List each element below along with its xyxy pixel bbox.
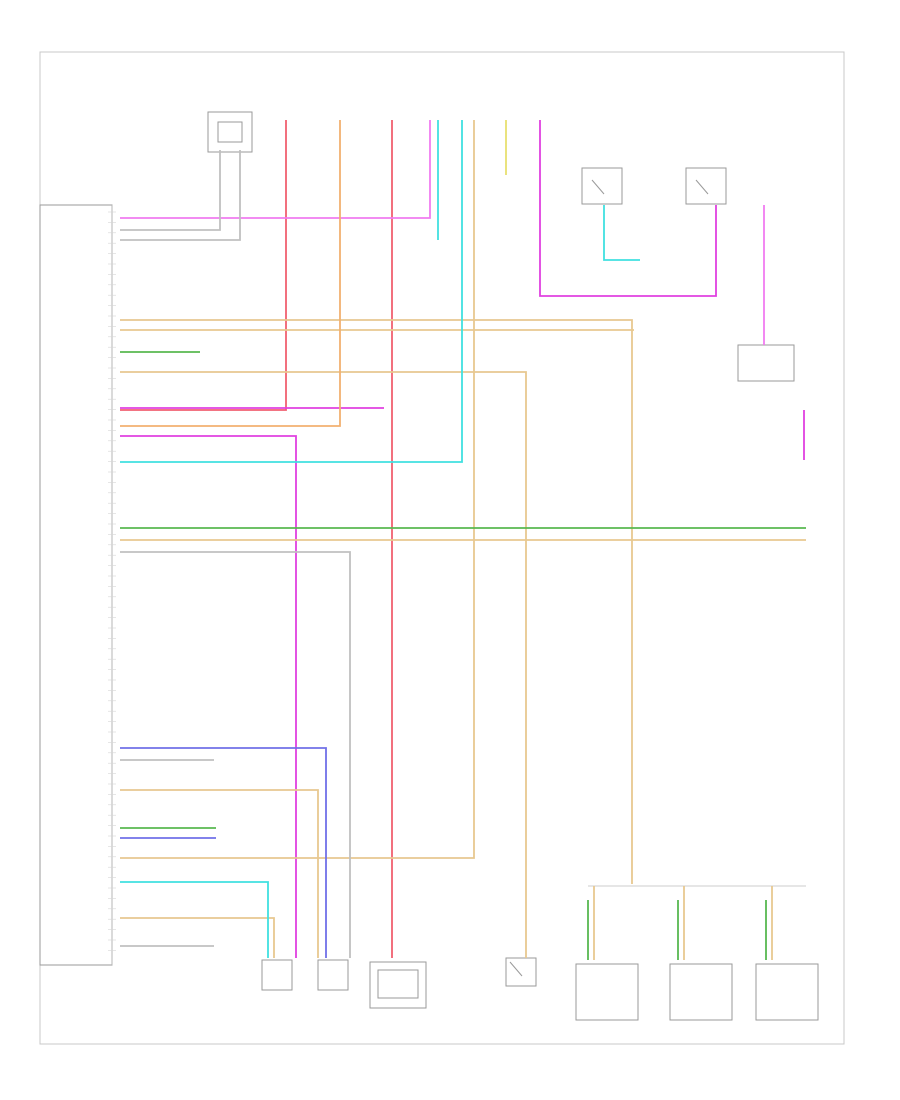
bottom-component-brake-switch — [505, 957, 537, 987]
bottom-modules — [575, 885, 819, 1021]
diagram-frame — [39, 51, 845, 1045]
top-switch-1 — [581, 167, 623, 205]
ecm-pin-ticks — [108, 211, 116, 951]
top-component-right-relay — [737, 344, 795, 382]
engine-control-module — [39, 204, 113, 966]
top-component-left — [207, 111, 253, 153]
bottom-component-switch — [261, 959, 349, 991]
top-switch-2 — [685, 167, 727, 205]
bottom-component-sensor — [369, 961, 427, 1009]
wires — [120, 120, 806, 960]
